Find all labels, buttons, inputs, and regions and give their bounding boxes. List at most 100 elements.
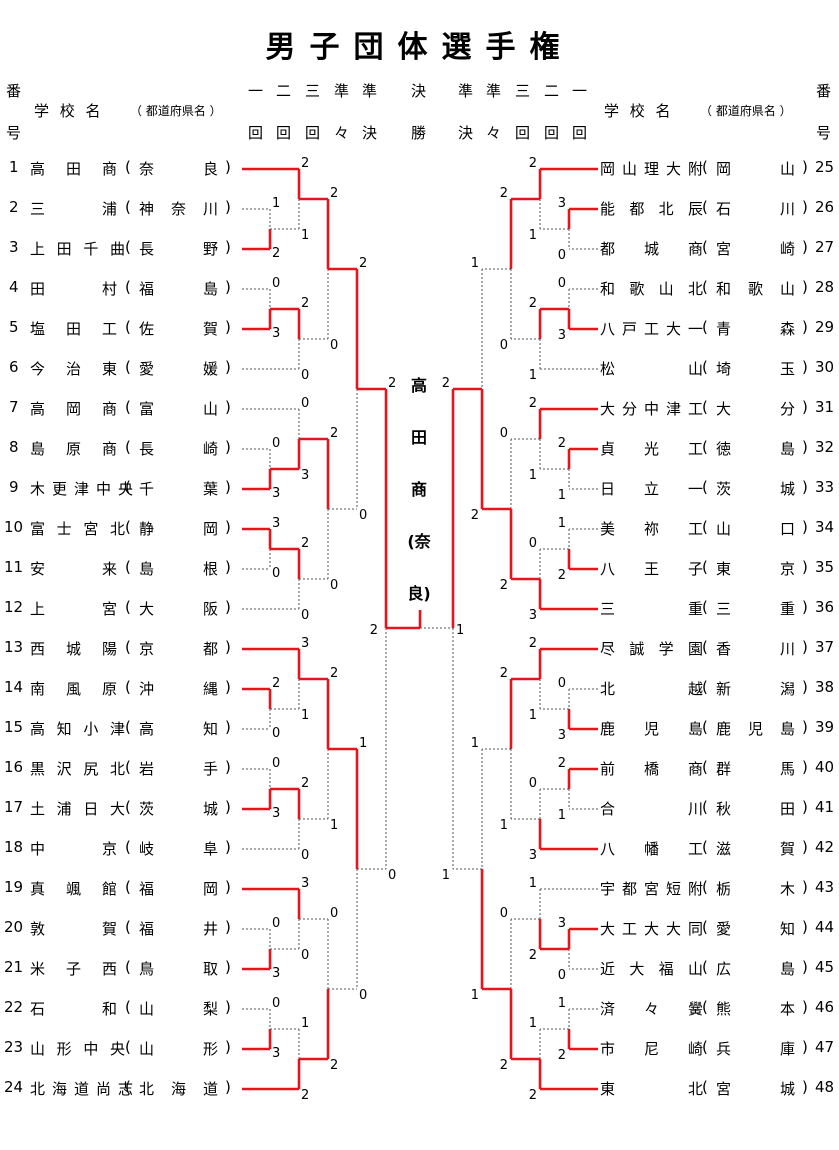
paren-open: ( bbox=[702, 398, 708, 416]
school-name-char: 大 bbox=[600, 400, 616, 418]
prefecture-char: 千 bbox=[139, 480, 155, 498]
paren-open: ( bbox=[702, 838, 708, 856]
match-score: 2 bbox=[558, 1048, 566, 1063]
paren-close: ) bbox=[802, 478, 808, 496]
prefecture-char: 野 bbox=[203, 240, 219, 258]
right-round-header-bottom: 々 bbox=[486, 124, 502, 142]
school-name-char: 浦 bbox=[56, 800, 72, 818]
school-name-char: 道 bbox=[74, 1080, 90, 1098]
school-name-char: 重 bbox=[688, 600, 704, 618]
team-number: 44 bbox=[815, 918, 835, 936]
left-round-header-bottom: 回 bbox=[305, 124, 321, 142]
paren-open: ( bbox=[125, 918, 131, 936]
school-name-char: 塩 bbox=[30, 320, 46, 338]
school-name-char: 短 bbox=[666, 880, 682, 898]
school-name-char: 工 bbox=[688, 520, 704, 538]
school-name-char: 岡 bbox=[66, 400, 82, 418]
match-score: 2 bbox=[330, 666, 338, 681]
paren-open: ( bbox=[702, 438, 708, 456]
prefecture-char: 取 bbox=[203, 960, 219, 978]
school-name-char: 山 bbox=[658, 280, 674, 298]
school-name-char: 島 bbox=[30, 440, 46, 458]
paren-open: ( bbox=[702, 878, 708, 896]
team-number: 20 bbox=[4, 918, 24, 936]
school-name-char: 光 bbox=[644, 440, 660, 458]
school-name-char: 形 bbox=[56, 1040, 72, 1058]
match-score: 0 bbox=[500, 338, 508, 353]
school-name-char: 東 bbox=[102, 360, 118, 378]
prefecture-char: 福 bbox=[139, 280, 155, 298]
match-score: 2 bbox=[529, 396, 537, 411]
prefecture-char: 福 bbox=[139, 880, 155, 898]
school-name-char: 賀 bbox=[102, 920, 118, 938]
prefecture-header: （ 都道府県名 ） bbox=[130, 104, 222, 118]
match-score: 0 bbox=[272, 756, 280, 771]
left-round-header-bottom: 回 bbox=[276, 124, 292, 142]
school-name-char: 南 bbox=[30, 680, 46, 698]
school-name-char: 山 bbox=[622, 160, 638, 178]
paren-close: ) bbox=[225, 518, 231, 536]
match-score: 1 bbox=[529, 708, 537, 723]
school-name-char: 京 bbox=[102, 840, 118, 858]
school-name-char: 田 bbox=[30, 280, 46, 298]
match-score: 0 bbox=[388, 868, 396, 883]
prefecture-char: 滋 bbox=[716, 840, 732, 858]
school-name-char: 陽 bbox=[102, 640, 118, 658]
paren-close: ) bbox=[225, 838, 231, 856]
prefecture-char: 群 bbox=[716, 760, 732, 778]
champion-char: (奈 bbox=[407, 532, 431, 551]
prefecture-char: 高 bbox=[139, 720, 155, 738]
school-name-char: 川 bbox=[688, 800, 704, 818]
match-score: 3 bbox=[558, 728, 566, 743]
match-score: 2 bbox=[301, 536, 309, 551]
school-name-char: 々 bbox=[644, 1000, 660, 1018]
match-score: 2 bbox=[500, 666, 508, 681]
school-name-char: 商 bbox=[688, 760, 704, 778]
match-score: 0 bbox=[558, 276, 566, 291]
match-score: 2 bbox=[529, 636, 537, 651]
school-name-char: 津 bbox=[74, 480, 90, 498]
match-score: 1 bbox=[529, 876, 537, 891]
prefecture-char: 城 bbox=[780, 480, 796, 498]
prefecture-char: 島 bbox=[780, 960, 796, 978]
school-name-char: 園 bbox=[688, 640, 704, 658]
prefecture-char: 三 bbox=[716, 600, 732, 618]
paren-close: ) bbox=[802, 238, 808, 256]
prefecture-char: 長 bbox=[139, 440, 155, 458]
match-score: 2 bbox=[272, 246, 280, 261]
school-name-char: 幡 bbox=[644, 840, 660, 858]
school-name-char: 館 bbox=[102, 880, 118, 898]
paren-open: ( bbox=[125, 518, 131, 536]
match-score: 3 bbox=[529, 848, 537, 863]
match-score: 2 bbox=[529, 156, 537, 171]
left-round-header-top: 準 bbox=[334, 82, 350, 100]
school-name-char: 同 bbox=[688, 920, 704, 938]
match-score: 0 bbox=[558, 248, 566, 263]
school-name-char: 尚 bbox=[96, 1080, 112, 1098]
school-name-char: 北 bbox=[600, 680, 616, 698]
school-name-char: 合 bbox=[600, 800, 616, 818]
match-score: 0 bbox=[529, 776, 537, 791]
school-name-char: 北 bbox=[110, 520, 126, 538]
paren-close: ) bbox=[225, 758, 231, 776]
match-score: 1 bbox=[529, 1016, 537, 1031]
school-name-char: 尽 bbox=[600, 640, 616, 658]
paren-close: ) bbox=[225, 558, 231, 576]
school-name-char: 小 bbox=[83, 720, 99, 738]
prefecture-char: 縄 bbox=[203, 680, 219, 698]
match-score: 2 bbox=[301, 776, 309, 791]
